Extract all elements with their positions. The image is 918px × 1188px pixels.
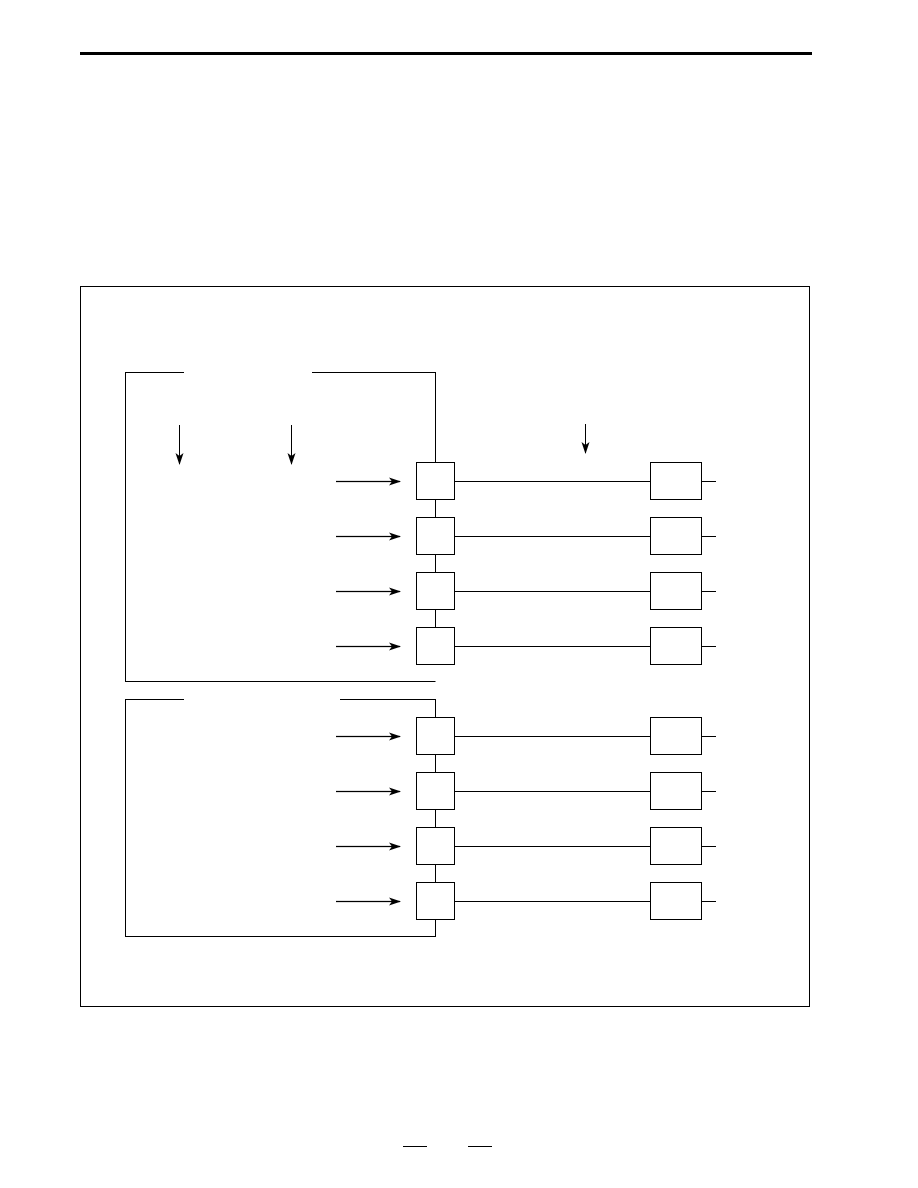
group-lower-channel-4 [336, 882, 716, 920]
group-upper-channel-4 [336, 627, 716, 665]
header-rule [80, 52, 812, 55]
input-block [416, 882, 455, 920]
output-block [650, 627, 702, 665]
output-block [650, 882, 702, 920]
output-block [650, 462, 702, 500]
input-block [416, 517, 455, 555]
upper-group-outline [125, 372, 436, 682]
group-upper-channel-2 [336, 517, 716, 555]
input-block [416, 772, 455, 810]
input-block [416, 717, 455, 755]
group-lower-channel-2 [336, 772, 716, 810]
group-upper-channel-1 [336, 462, 716, 500]
group-upper-channel-3 [336, 572, 716, 610]
channel-rows [336, 462, 716, 920]
output-block [650, 517, 702, 555]
output-block [650, 717, 702, 755]
group-lower-channel-1 [336, 717, 716, 755]
footer-mark-right [468, 1146, 492, 1147]
input-block [416, 627, 455, 665]
footer-mark-left [403, 1146, 427, 1147]
figure-frame [80, 286, 810, 1007]
output-block [650, 572, 702, 610]
input-block [416, 827, 455, 865]
lower-group-outline [125, 699, 436, 937]
input-block [416, 572, 455, 610]
output-block [650, 827, 702, 865]
output-block [650, 772, 702, 810]
input-block [416, 462, 455, 500]
group-lower-channel-3 [336, 827, 716, 865]
